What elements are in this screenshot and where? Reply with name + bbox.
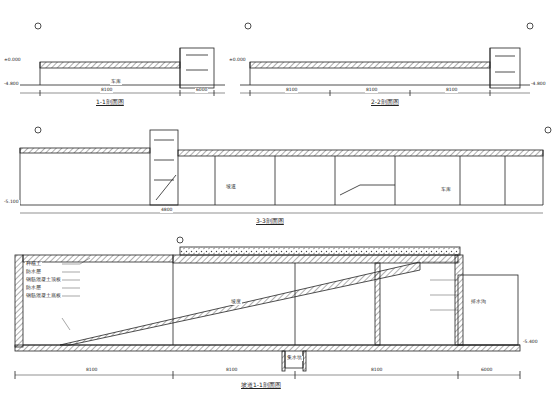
drawing-note: 种植土	[25, 262, 42, 267]
drawing-note: 8100	[100, 88, 113, 93]
drawing-note: 坡道	[225, 185, 237, 190]
drawing-note: 8100	[285, 88, 298, 93]
section-title: 2-2剖面图	[370, 99, 400, 105]
drawing-note: 8100	[225, 368, 238, 373]
drawing-note: 排水沟	[470, 300, 487, 305]
section-title: 1-1剖面图	[95, 99, 125, 105]
drawing-note: -4.800	[3, 82, 20, 87]
drawing-note: 8100	[365, 88, 378, 93]
drawing-note: 防水层	[25, 270, 42, 275]
drawing-note: 车库	[110, 80, 122, 85]
drawing-note: 钢筋混凝土底板	[25, 294, 62, 299]
drawing-note: -5.400	[522, 340, 539, 345]
section-title: 坡道1-1剖面图	[240, 382, 282, 388]
drawing-note: 8100	[85, 368, 98, 373]
drawing-note: -5.100	[3, 200, 20, 205]
drawing-note: 钢筋混凝土顶板	[25, 278, 62, 283]
drawing-note: ±0.000	[228, 58, 247, 63]
drawing-note: 8100	[370, 368, 383, 373]
drawing-note: -4.800	[530, 82, 547, 87]
drawing-note: 车库	[440, 188, 452, 193]
drawing-note: 8100	[445, 88, 458, 93]
drawing-note: 坡度	[230, 300, 242, 305]
drawing-note: 4800	[160, 208, 173, 213]
drawing-note: 防水层	[25, 286, 42, 291]
drawing-note: 集水坑	[286, 356, 303, 361]
drawing-note: ±0.000	[3, 58, 22, 63]
drawing-note: 6000	[195, 88, 208, 93]
drawing-note: 6000	[480, 368, 493, 373]
section-title: 3-3剖面图	[255, 218, 285, 224]
